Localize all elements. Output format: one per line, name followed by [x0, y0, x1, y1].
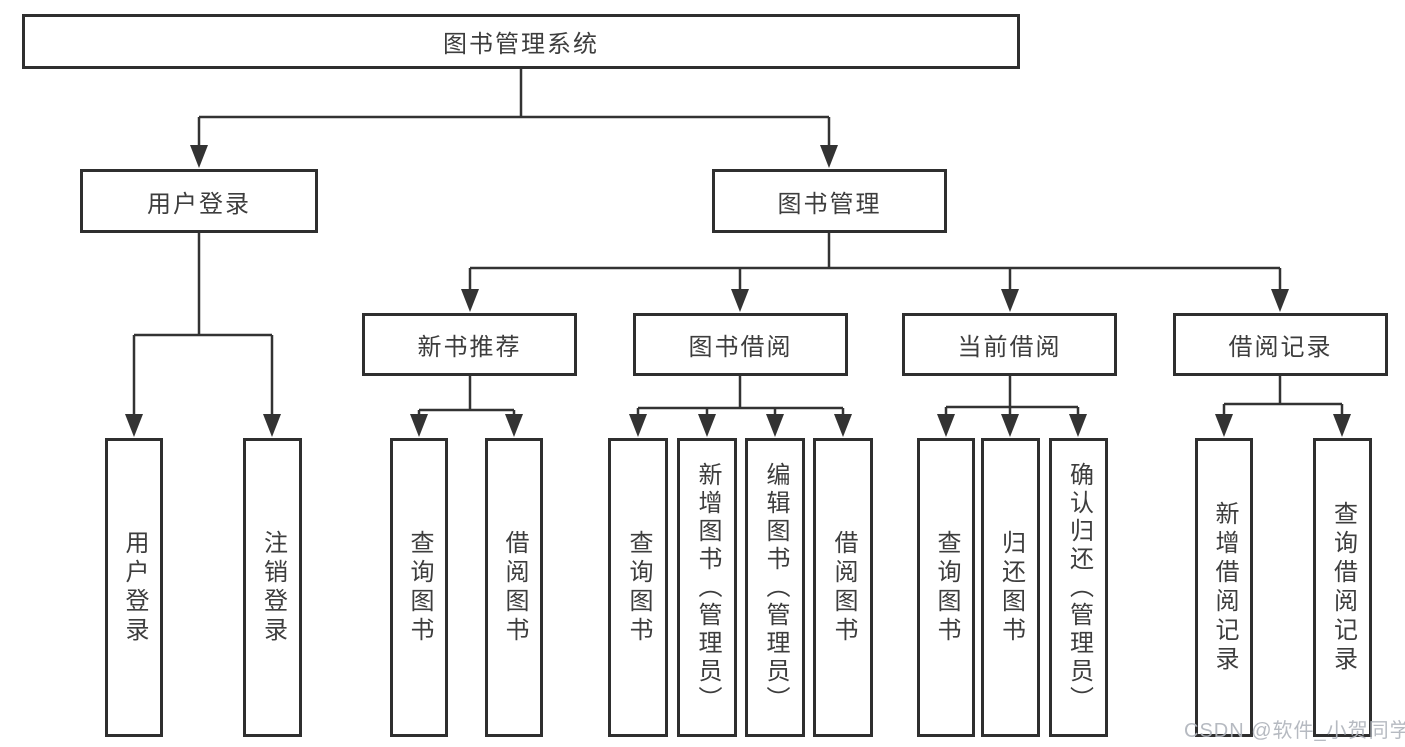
node-leaf-query-books-1: 查询图书 [390, 438, 448, 737]
node-leaf-user-login: 用户登录 [105, 438, 163, 737]
node-borrowing-records: 借阅记录 [1173, 313, 1388, 376]
node-book-borrowing: 图书借阅 [633, 313, 848, 376]
node-leaf-query-borrow-record: 查询借阅记录 [1313, 438, 1372, 737]
node-leaf-edit-books-admin: 编辑图书（管理员） [745, 438, 805, 737]
arrowhead-icons [125, 145, 1351, 437]
node-user-login: 用户登录 [80, 169, 318, 233]
node-leaf-query-books-2: 查询图书 [608, 438, 668, 737]
node-library-management-system: 图书管理系统 [22, 14, 1020, 69]
node-label: 当前借阅 [957, 334, 1062, 361]
node-label: 新增借阅记录 [1211, 500, 1238, 675]
node-leaf-add-books-admin: 新增图书（管理员） [677, 438, 737, 737]
node-label: 用户登录 [121, 529, 148, 646]
node-label: 查询借阅记录 [1329, 500, 1357, 675]
node-leaf-return-books: 归还图书 [981, 438, 1040, 737]
node-label: 确认归还（管理员） [1065, 461, 1093, 714]
node-label: 归还图书 [997, 529, 1025, 646]
node-label: 图书管理 [777, 190, 882, 218]
node-leaf-add-borrow-record: 新增借阅记录 [1195, 438, 1253, 737]
node-label: 注销登录 [259, 529, 287, 646]
node-label: 用户登录 [147, 190, 251, 218]
node-label: 查询图书 [625, 529, 652, 646]
node-leaf-borrow-books-1: 借阅图书 [485, 438, 543, 737]
node-label: 借阅图书 [501, 529, 528, 646]
node-label: 编辑图书（管理员） [762, 461, 789, 714]
node-label: 查询图书 [406, 529, 433, 646]
node-leaf-confirm-return-admin: 确认归还（管理员） [1049, 438, 1108, 737]
node-label: 新增图书（管理员） [694, 461, 721, 714]
node-label: 新书推荐 [417, 334, 522, 361]
csdn-watermark: CSDN @软件_小贺同学 [1184, 720, 1405, 742]
node-label: 借阅记录 [1228, 334, 1333, 361]
node-leaf-logout: 注销登录 [243, 438, 302, 737]
node-current-borrowing: 当前借阅 [902, 313, 1117, 376]
node-label: 查询图书 [933, 529, 960, 646]
node-new-book-recommendation: 新书推荐 [362, 313, 577, 376]
node-leaf-borrow-books-2: 借阅图书 [813, 438, 873, 737]
node-label: 图书借阅 [688, 334, 793, 361]
node-label: 图书管理系统 [443, 31, 599, 58]
node-book-management: 图书管理 [712, 169, 947, 233]
node-leaf-query-books-3: 查询图书 [917, 438, 975, 737]
node-label: 借阅图书 [830, 529, 857, 646]
